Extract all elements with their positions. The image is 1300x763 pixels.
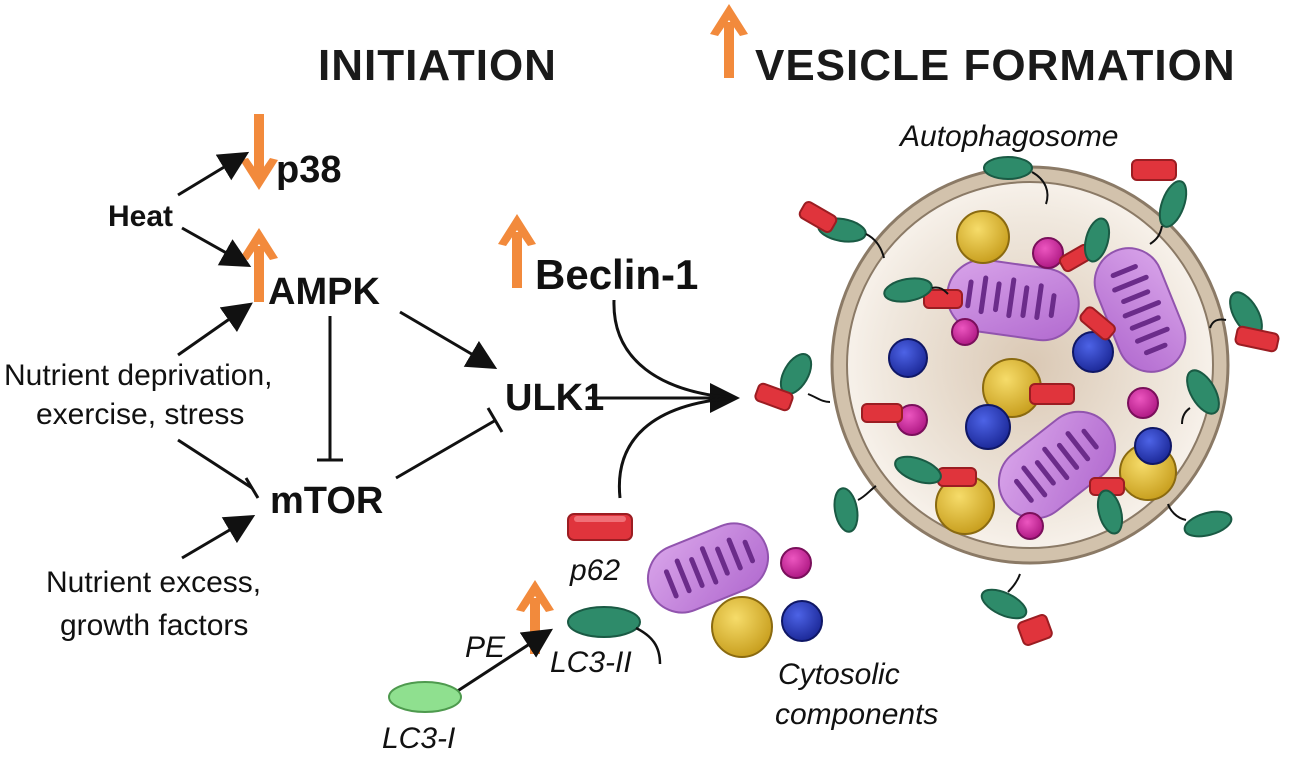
edge-mtor-ulk1 xyxy=(395,418,497,480)
header-vesicle-formation: VESICLE FORMATION xyxy=(755,41,1236,90)
beclin1-label: Beclin-1 xyxy=(535,251,698,298)
ampk-label: AMPK xyxy=(268,271,380,313)
edge-mtor-ulk1-bar xyxy=(486,407,504,433)
lc3-ii-label: LC3-II xyxy=(550,646,632,679)
up-arrow-icon-beclin xyxy=(498,214,536,288)
edge-heat-p38 xyxy=(177,151,250,197)
edge-stress-mtor-bar xyxy=(244,477,260,499)
p62-anchor-set xyxy=(754,159,1280,646)
lc3-i-icon xyxy=(388,681,462,713)
edge-excess-mtor xyxy=(181,514,256,560)
up-arrow-icon-lc3 xyxy=(516,580,554,654)
lc3-ii-tail xyxy=(635,626,662,665)
free-yellow-particle-icon xyxy=(711,596,773,658)
p38-label: p38 xyxy=(276,149,341,191)
lc3-anchor-tethers xyxy=(807,171,1227,593)
lc3-ii-icon xyxy=(567,606,641,638)
free-blue-particle-icon xyxy=(781,600,823,642)
input-nutrient-deprivation-1: Nutrient deprivation, xyxy=(4,359,272,392)
up-arrow-icon-vesicle xyxy=(710,4,748,78)
mtor-label: mTOR xyxy=(270,480,383,522)
edge-stress-mtor xyxy=(177,438,253,490)
p62-label: p62 xyxy=(569,554,620,587)
header-initiation: INITIATION xyxy=(318,41,557,90)
cytosolic-label-1: Cytosolic xyxy=(778,658,900,691)
edge-beclin-vesicle xyxy=(612,299,735,400)
input-nutrient-deprivation-2: exercise, stress xyxy=(36,398,244,431)
lc3-i-label: LC3-I xyxy=(382,722,455,755)
edge-p62-vesicle xyxy=(617,396,735,499)
input-nutrient-excess-1: Nutrient excess, xyxy=(46,566,261,599)
pathway-edges xyxy=(177,151,740,694)
input-nutrient-excess-2: growth factors xyxy=(60,609,248,642)
free-mitochondrion-icon xyxy=(647,522,769,614)
edge-heat-ampk xyxy=(181,226,252,267)
ulk1-label: ULK1 xyxy=(505,377,604,419)
p62-highlight xyxy=(574,516,626,522)
autophagosome-label: Autophagosome xyxy=(898,120,1119,153)
cytosolic-label-2: components xyxy=(775,698,938,731)
pe-label: PE xyxy=(465,631,506,664)
edge-lc3i-lc3ii xyxy=(455,628,554,694)
down-arrow-icon-p38 xyxy=(240,114,278,190)
lc3-anchor-set xyxy=(779,156,1263,620)
heat-label: Heat xyxy=(108,200,173,233)
free-magenta-particle-icon xyxy=(780,547,812,579)
edge-ampk-ulk1 xyxy=(399,310,498,370)
edge-stress-ampk xyxy=(177,302,253,357)
